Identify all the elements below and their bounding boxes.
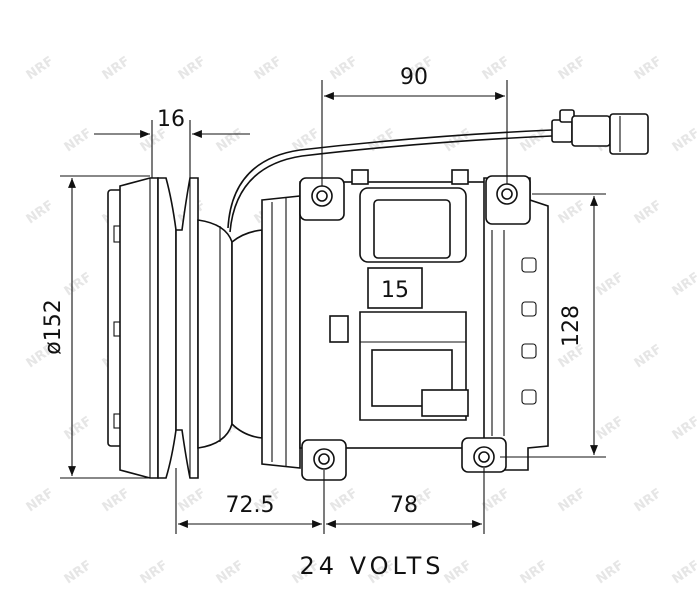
watermark-tile: NRF [632,342,665,371]
watermark-tile: NRF [138,558,171,587]
watermark-tile: NRF [214,558,247,587]
pulley-assembly [107,177,253,479]
watermark-tile: NRF [100,486,133,515]
watermark-tile: NRF [518,558,551,587]
watermark-tile: NRF [670,126,698,155]
watermark-tile: NRF [594,270,627,299]
watermark-tile: NRF [556,486,589,515]
mounting-hole-bottom-right [473,446,495,468]
watermark-tile: NRF [556,198,589,227]
watermark-tile: NRF [670,414,698,443]
watermark-tile: NRF [328,486,361,515]
watermark-tile: NRF [632,198,665,227]
dimension-label-72-5: 72.5 [226,493,275,518]
watermark-tile: NRF [62,414,95,443]
watermark-tile: NRF [62,126,95,155]
watermark-tile: NRF [632,54,665,83]
dimension-label-16: 16 [157,107,185,132]
watermark-tile: NRF [328,54,361,83]
watermark-tile: NRF [594,414,627,443]
watermark-tile: NRF [176,486,209,515]
watermark-tile: NRF [24,54,57,83]
watermark-tile: NRF [442,558,475,587]
watermark-tile: NRF [670,558,698,587]
part-number-label: 15 [381,278,409,303]
dimension-label-90: 90 [400,65,428,90]
watermark-tile: NRF [594,558,627,587]
wire-and-connector [227,109,649,233]
compressor-body [231,169,549,481]
dimension-label-128: 128 [559,305,584,347]
watermark-tile: NRF [214,126,247,155]
dimension-label-diameter-152: ø152 [41,299,66,354]
voltage-label: 24 VOLTS [299,552,444,580]
watermark-tile: NRF [100,54,133,83]
watermark-tile: NRF [24,486,57,515]
watermark-tile: NRF [62,270,95,299]
watermark-tile: NRF [556,54,589,83]
watermark-tile: NRF [480,486,513,515]
dimension-label-78: 78 [390,493,418,518]
watermark-tile: NRF [480,54,513,83]
watermark-tile: NRF [62,558,95,587]
watermark-tile: NRF [670,270,698,299]
watermark-tile: NRF [252,54,285,83]
watermark-tile: NRF [176,54,209,83]
dimension-lines [60,80,606,534]
mounting-hole-bottom-left [313,448,335,470]
watermark-tile: NRF [24,198,57,227]
watermark-tile: NRF [632,486,665,515]
